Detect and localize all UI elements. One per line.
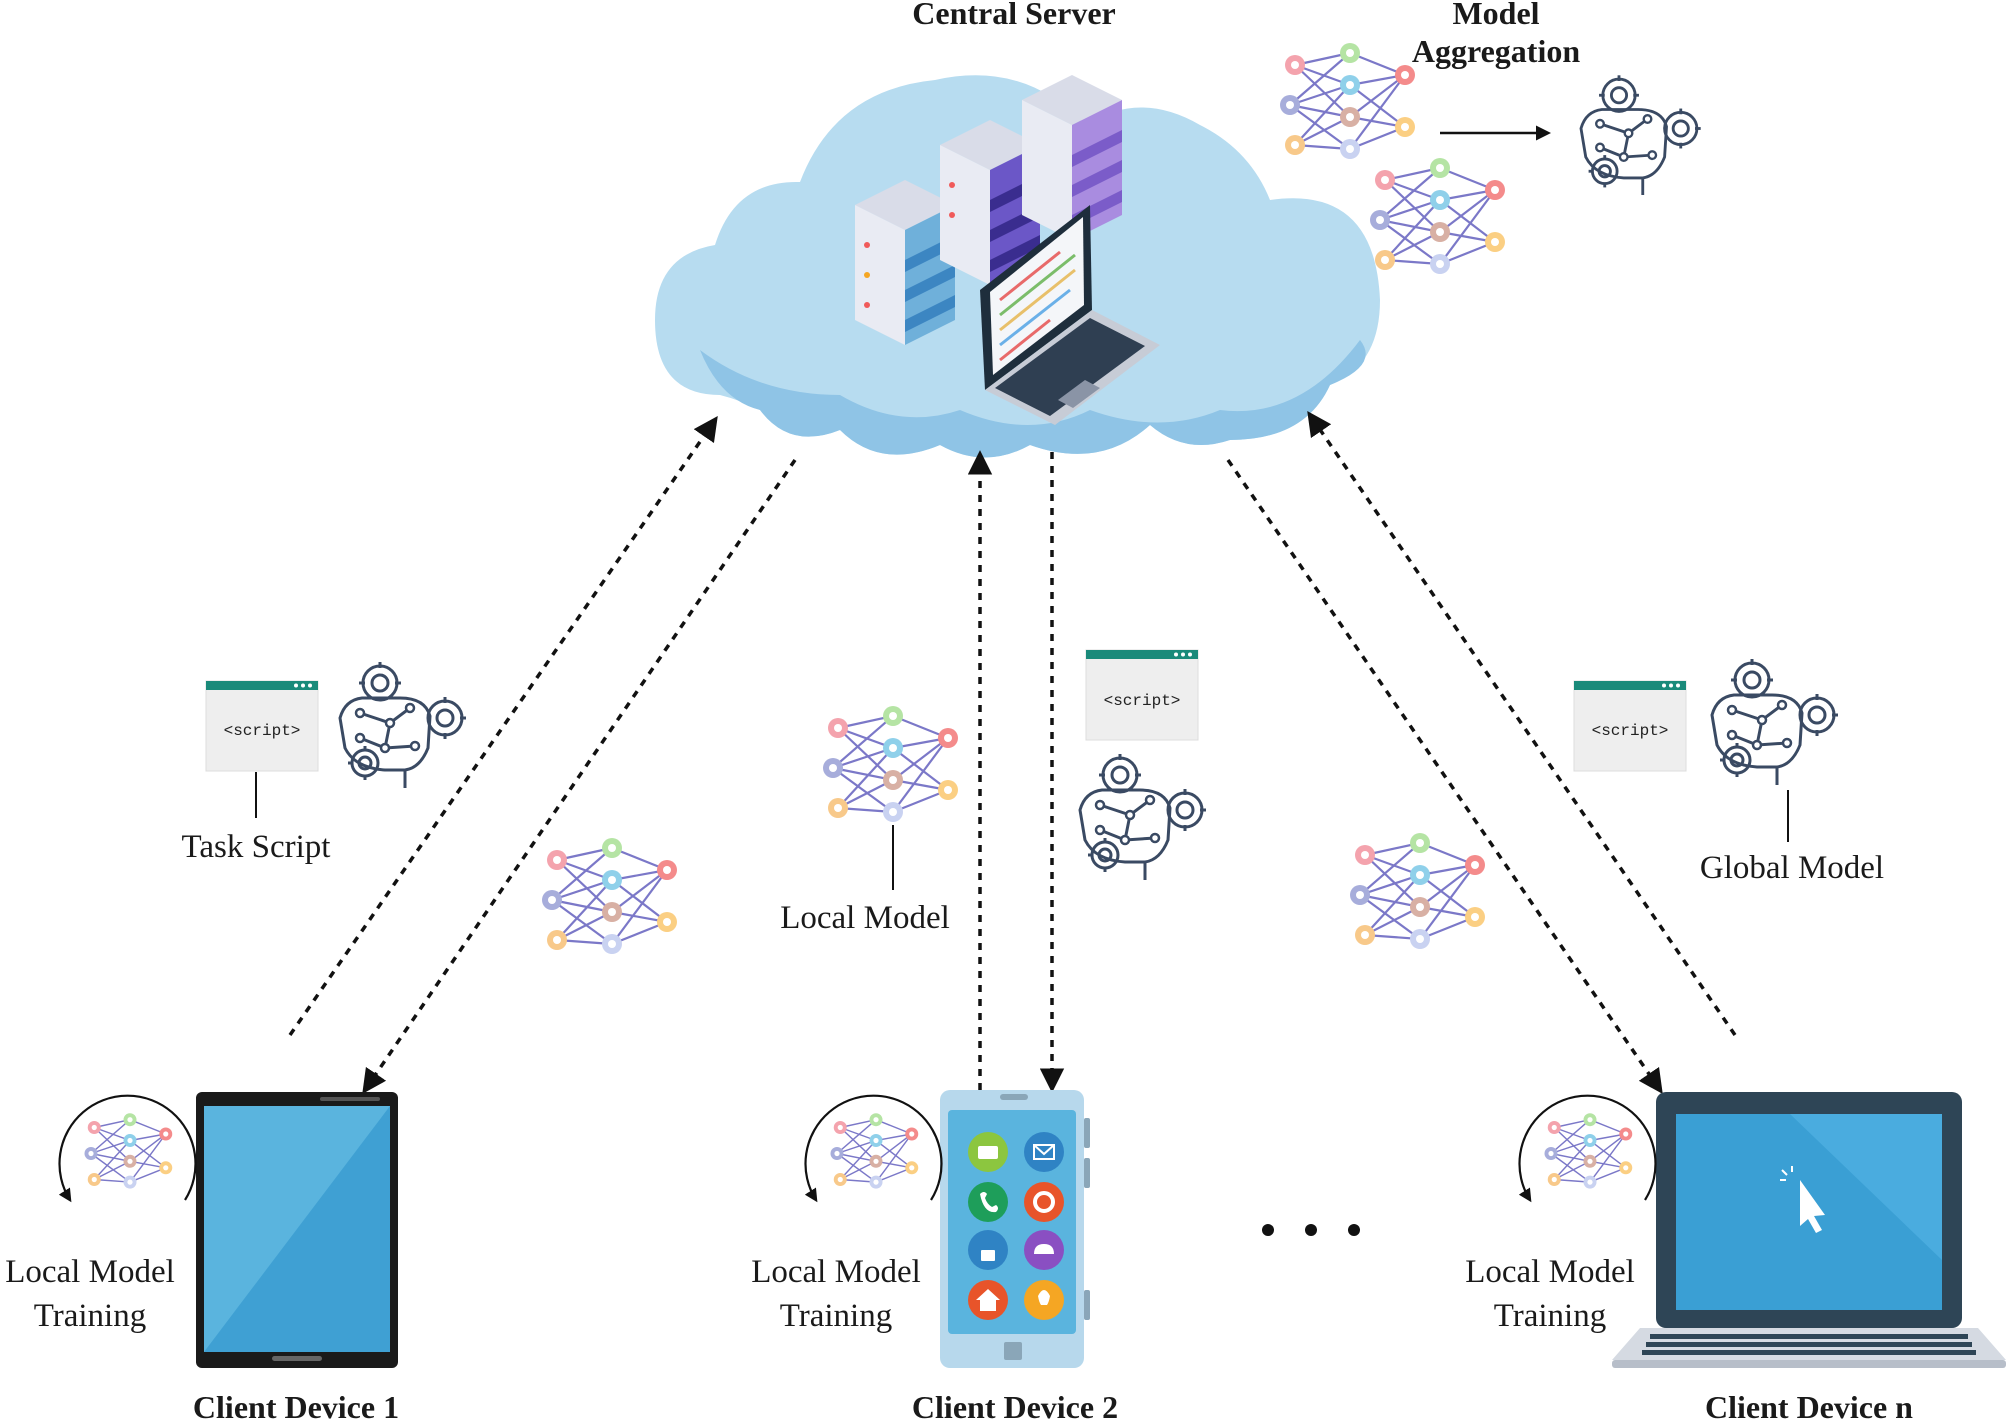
local-model-network-icon [821, 704, 960, 824]
global-model-gear-icon [338, 660, 468, 790]
training-label-line1: Local Model [751, 1254, 921, 1290]
download-arrow-client-1 [362, 459, 797, 1095]
model-aggregation-title-line2: Aggregation [1412, 33, 1580, 69]
model-aggregation-title-line1: Model [1452, 0, 1539, 31]
training-cycle-icon [806, 1096, 942, 1200]
global-model-gear-icon [1078, 752, 1208, 882]
script-tag: <script> [1592, 722, 1669, 740]
training-label-line2: Training [1494, 1298, 1606, 1334]
local-model-network-icon [1368, 156, 1507, 276]
client-device-2-label: Client Device 2 [912, 1389, 1118, 1422]
client-device-1-label: Client Device 1 [193, 1389, 399, 1422]
upload-arrow-client-1 [288, 415, 718, 1036]
task-script-label: Task Script [182, 829, 331, 865]
tablet-icon [196, 1092, 398, 1368]
global-model-label: Global Model [1700, 850, 1884, 886]
download-arrow-client-n [1226, 459, 1663, 1095]
client-device-n-label: Client Device n [1705, 1389, 1913, 1422]
training-label-line1: Local Model [5, 1254, 175, 1290]
laptop-icon [1612, 1092, 2006, 1368]
global-model-gear-icon [1710, 657, 1840, 787]
script-tag: <script> [224, 722, 301, 740]
training-label-line2: Training [34, 1298, 146, 1334]
local-model-network-icon [540, 836, 679, 956]
central-server-title: Central Server [912, 0, 1115, 31]
script-tag: <script> [1104, 692, 1181, 710]
local-model-label: Local Model [780, 900, 950, 936]
training-label-line2: Training [780, 1298, 892, 1334]
more-devices-ellipsis [1262, 1224, 1360, 1236]
smartphone-icon [940, 1090, 1090, 1368]
server-rack-icon [855, 75, 1122, 345]
server-laptop-icon [980, 205, 1160, 425]
training-label-line1: Local Model [1465, 1254, 1635, 1290]
training-cycle-icon [59, 1096, 195, 1200]
training-cycle-icon [1520, 1096, 1656, 1200]
local-model-network-icon [1278, 41, 1417, 161]
global-model-gear-icon [1579, 73, 1703, 197]
local-model-network-icon [1348, 831, 1487, 951]
